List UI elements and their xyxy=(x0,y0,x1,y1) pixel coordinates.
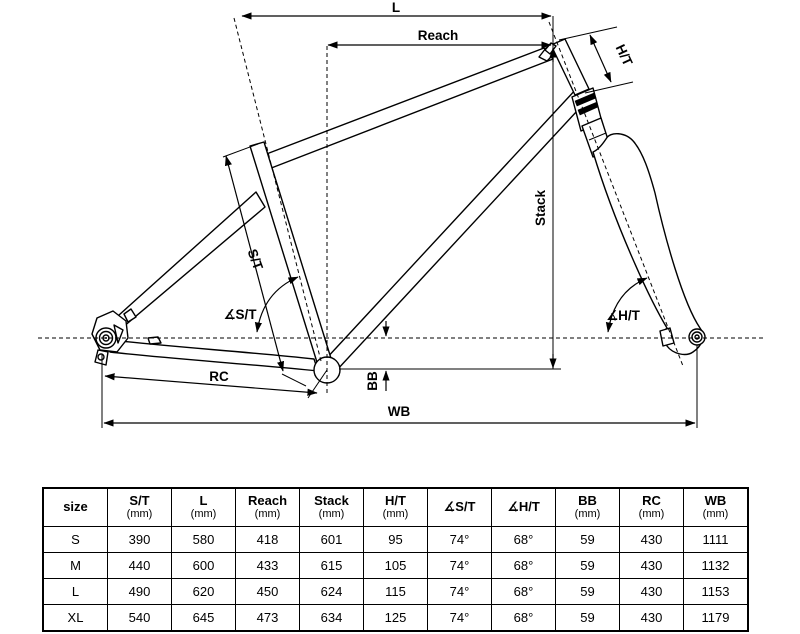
dropout-cutout xyxy=(113,324,124,344)
dim-angle-st: ∡S/T xyxy=(223,276,299,333)
col-header-stack: Stack(mm) xyxy=(299,487,364,527)
cell: 430 xyxy=(619,604,684,632)
label-stack: Stack xyxy=(533,189,548,226)
cell: 634 xyxy=(299,604,364,632)
dim-stack: Stack xyxy=(339,16,561,370)
dim-angle-ht: ∡H/T xyxy=(605,277,648,333)
col-header-ht: H/T(mm) xyxy=(363,487,428,527)
table-row: XL 540 645 473 634 125 74° 68° 59 430 11… xyxy=(42,604,749,632)
col-header-bb: BB(mm) xyxy=(555,487,620,527)
cell: 68° xyxy=(491,552,556,579)
cell: 450 xyxy=(235,578,300,605)
label-l: L xyxy=(392,0,400,15)
col-header-angle-st: ∡S/T xyxy=(427,487,492,527)
col-header-l: L(mm) xyxy=(171,487,236,527)
dimensions: L Reach Stack H/T xyxy=(101,0,698,428)
cell: 430 xyxy=(619,552,684,579)
cell: 620 xyxy=(171,578,236,605)
cell: 74° xyxy=(427,526,492,553)
cell: 59 xyxy=(555,604,620,632)
cell: 430 xyxy=(619,578,684,605)
cell: 645 xyxy=(171,604,236,632)
bike-frame xyxy=(91,38,706,384)
cell: 59 xyxy=(555,578,620,605)
col-header-rc: RC(mm) xyxy=(619,487,684,527)
rear-hub xyxy=(95,327,117,349)
cell: 74° xyxy=(427,552,492,579)
dim-reach: Reach xyxy=(327,28,552,49)
cell: 601 xyxy=(299,526,364,553)
cell-size: L xyxy=(42,578,108,605)
cell: 1111 xyxy=(683,526,749,553)
label-rc: RC xyxy=(209,369,229,384)
steering-axis xyxy=(548,21,684,367)
cell: 68° xyxy=(491,578,556,605)
cell: 430 xyxy=(619,526,684,553)
cell: 95 xyxy=(363,526,428,553)
cell-size: XL xyxy=(42,604,108,632)
cell: 433 xyxy=(235,552,300,579)
cell: 105 xyxy=(363,552,428,579)
head-tube xyxy=(550,38,590,96)
cell: 1179 xyxy=(683,604,749,632)
cell: 540 xyxy=(107,604,172,632)
dim-rc: RC xyxy=(104,369,328,399)
chain-stay-cable-tab xyxy=(147,336,162,345)
chain-stay xyxy=(109,339,319,372)
dim-wb: WB xyxy=(101,345,698,428)
cell: 1132 xyxy=(683,552,749,579)
cell: 418 xyxy=(235,526,300,553)
label-ht: H/T xyxy=(613,42,636,69)
cell: 68° xyxy=(491,526,556,553)
dim-bb: BB xyxy=(365,321,390,391)
cell: 624 xyxy=(299,578,364,605)
cell: 74° xyxy=(427,604,492,632)
table-row: L 490 620 450 624 115 74° 68° 59 430 115… xyxy=(42,578,749,605)
cell: 125 xyxy=(363,604,428,632)
crown-band xyxy=(577,101,599,116)
cell: 600 xyxy=(171,552,236,579)
hanger-bolt xyxy=(97,353,105,361)
cell-size: S xyxy=(42,526,108,553)
front-hub xyxy=(688,328,706,346)
col-header-reach: Reach(mm) xyxy=(235,487,300,527)
cell: 580 xyxy=(171,526,236,553)
table-header-row: size S/T(mm) L(mm) Reach(mm) Stack(mm) H… xyxy=(42,487,749,527)
cell: 440 xyxy=(107,552,172,579)
frame-geometry-diagram: L Reach Stack H/T xyxy=(38,0,763,428)
label-wb: WB xyxy=(388,404,411,419)
col-header-st: S/T(mm) xyxy=(107,487,172,527)
cell: 68° xyxy=(491,604,556,632)
label-angle-st: ∡S/T xyxy=(223,307,257,322)
cell: 74° xyxy=(427,578,492,605)
table-row: M 440 600 433 615 105 74° 68° 59 430 113… xyxy=(42,552,749,579)
label-reach: Reach xyxy=(418,28,459,43)
fork-lower-leg xyxy=(592,133,704,356)
cell-size: M xyxy=(42,552,108,579)
cell: 615 xyxy=(299,552,364,579)
top-tube xyxy=(255,47,554,173)
label-bb: BB xyxy=(365,371,380,391)
seat-stay-brake-tab xyxy=(123,308,137,323)
col-header-angle-ht: ∡H/T xyxy=(491,487,556,527)
label-st: S/T xyxy=(245,247,267,273)
col-header-wb: WB(mm) xyxy=(683,487,749,527)
geometry-table: size S/T(mm) L(mm) Reach(mm) Stack(mm) H… xyxy=(42,487,749,632)
cell: 490 xyxy=(107,578,172,605)
cell: 473 xyxy=(235,604,300,632)
col-header-size: size xyxy=(42,487,108,527)
cell: 115 xyxy=(363,578,428,605)
dim-l: L xyxy=(241,0,552,20)
cell: 59 xyxy=(555,526,620,553)
stanchion-line xyxy=(588,132,607,141)
cell: 1153 xyxy=(683,578,749,605)
cell: 59 xyxy=(555,552,620,579)
table-row: S 390 580 418 601 95 74° 68° 59 430 1111 xyxy=(42,526,749,553)
cell: 390 xyxy=(107,526,172,553)
label-angle-ht: ∡H/T xyxy=(606,308,641,323)
